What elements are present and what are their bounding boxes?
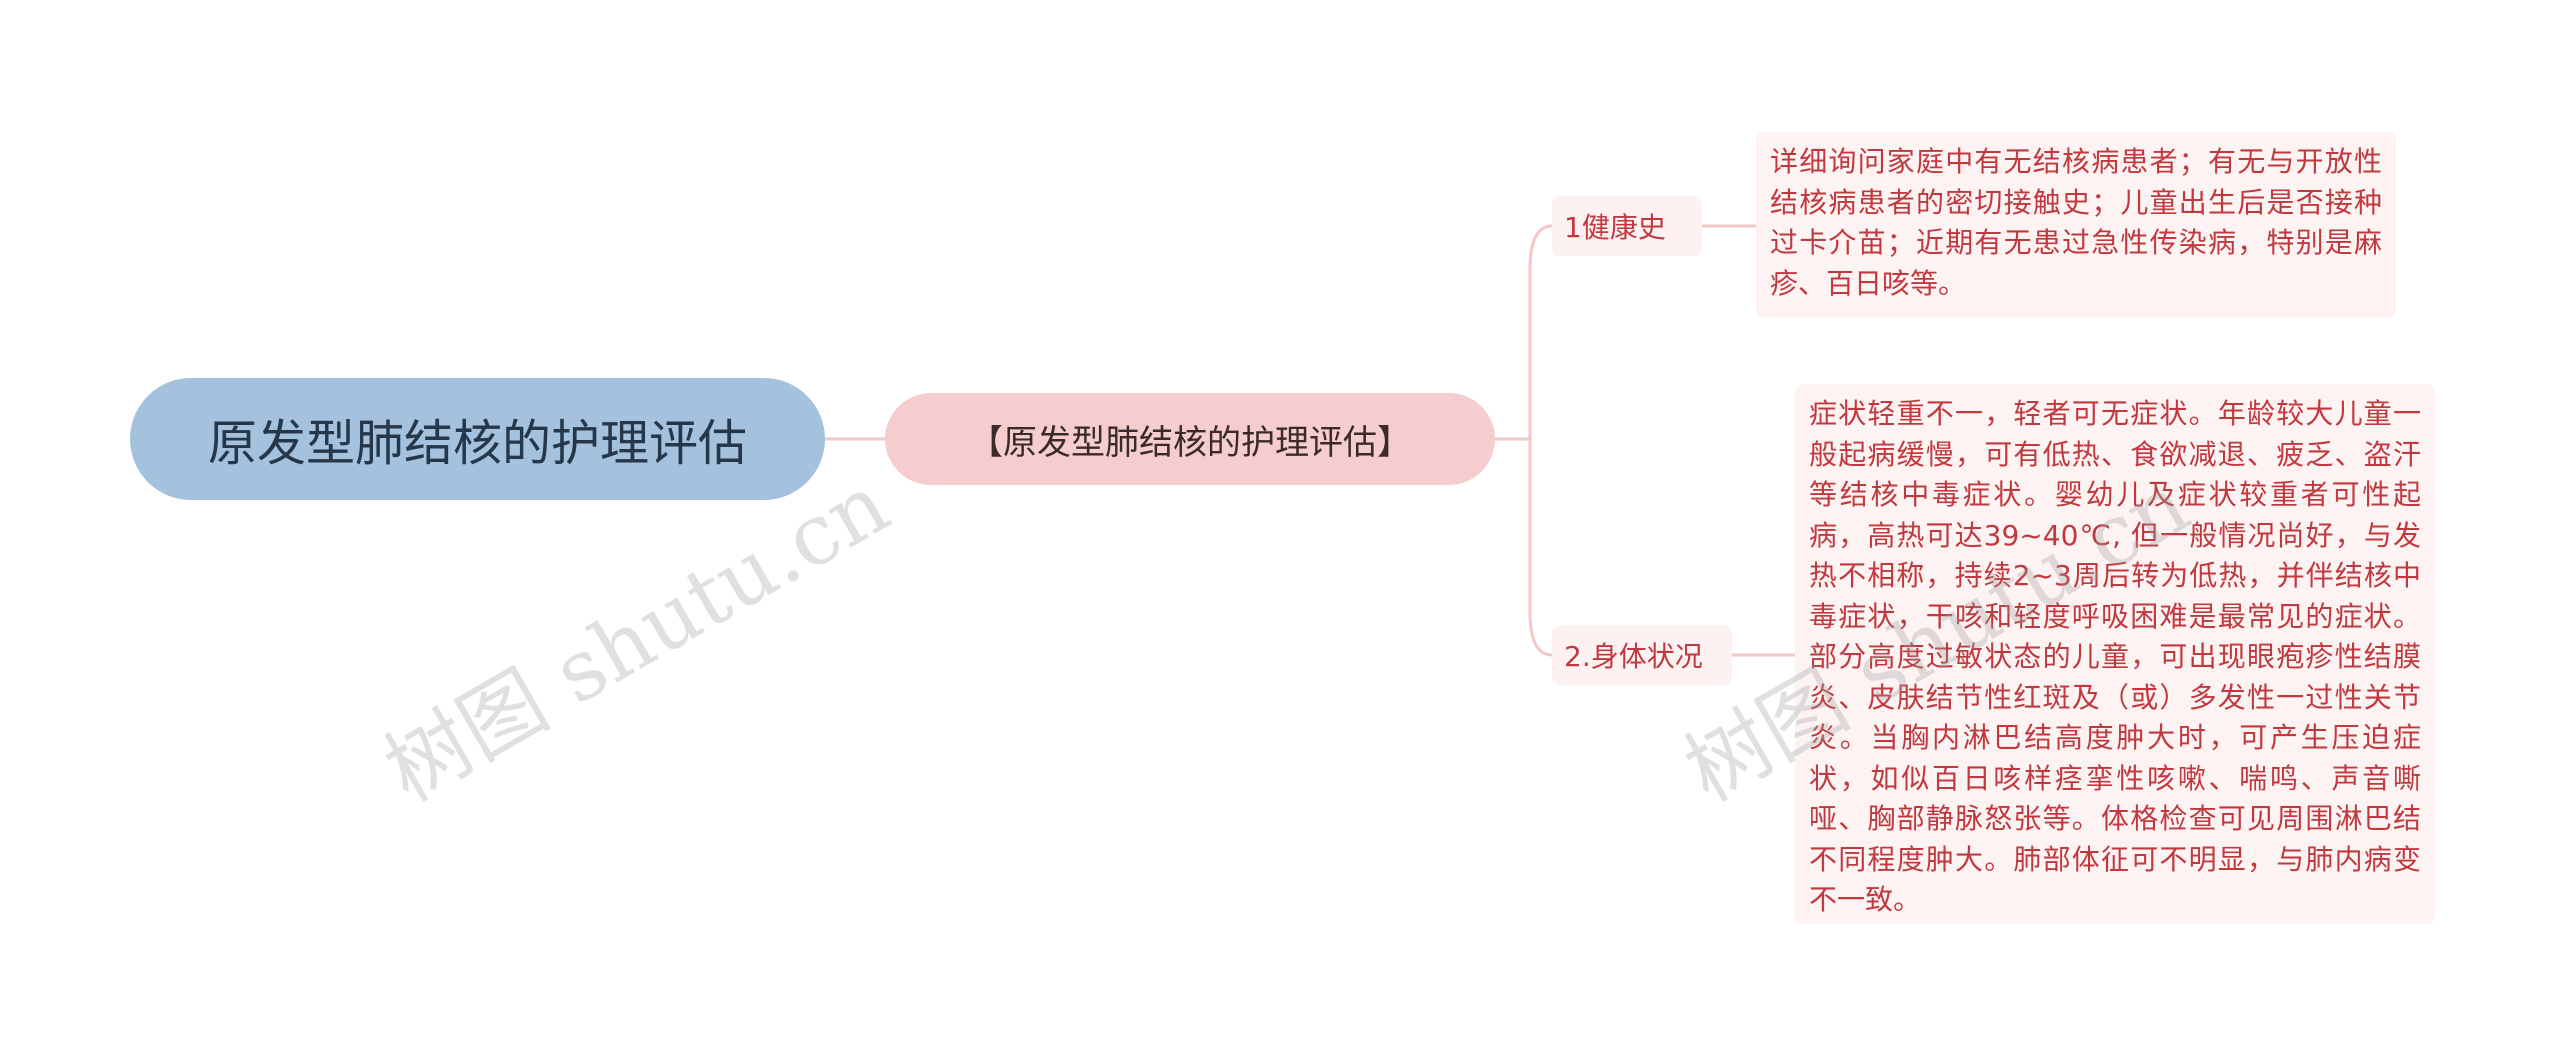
detail-text: 症状轻重不一，轻者可无症状。年龄较大儿童一般起病缓慢，可有低热、食欲减退、疲乏、… xyxy=(1809,397,2421,916)
detail-text: 详细询问家庭中有无结核病患者；有无与开放性结核病患者的密切接触史；儿童出生后是否… xyxy=(1770,145,2382,300)
branch-health-history[interactable]: 1健康史 xyxy=(1552,196,1702,256)
branch-physical-condition[interactable]: 2.身体状况 xyxy=(1552,625,1732,685)
branch-label: 1健康史 xyxy=(1564,211,1666,244)
main-topic-label: 【原发型肺结核的护理评估】 xyxy=(969,422,1411,463)
detail-physical-condition[interactable]: 症状轻重不一，轻者可无症状。年龄较大儿童一般起病缓慢，可有低热、食欲减退、疲乏、… xyxy=(1795,384,2435,924)
root-topic-label: 原发型肺结核的护理评估 xyxy=(207,414,747,472)
sub-to-branches-connector xyxy=(1495,224,1553,657)
branch-label: 2.身体状况 xyxy=(1564,640,1703,673)
main-topic[interactable]: 【原发型肺结核的护理评估】 xyxy=(885,393,1495,485)
root-topic[interactable]: 原发型肺结核的护理评估 xyxy=(130,378,825,500)
detail-health-history[interactable]: 详细询问家庭中有无结核病患者；有无与开放性结核病患者的密切接触史；儿童出生后是否… xyxy=(1756,132,2396,318)
